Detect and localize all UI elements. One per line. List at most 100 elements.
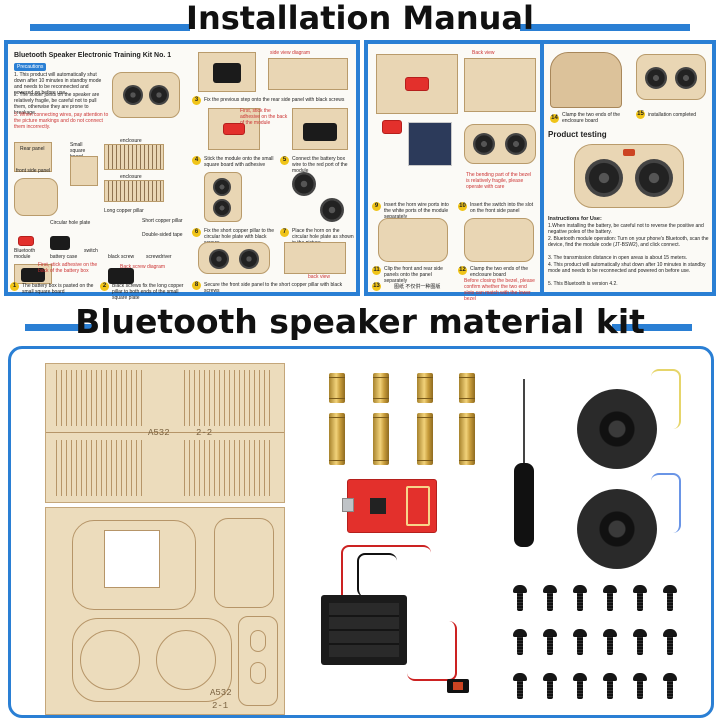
screw-head: [573, 585, 587, 593]
black-screw: [633, 673, 647, 699]
assembled-speaker-photo: [112, 72, 180, 118]
step-4-badge: 4: [192, 156, 201, 165]
front-panel-cut: [72, 618, 232, 702]
board-label: 2-1: [212, 701, 229, 711]
switch-slot: [250, 662, 266, 684]
step-2-text: Black screws fix the long copper pillar …: [112, 283, 184, 301]
front-side-panel-part: [14, 178, 58, 216]
short-copper-pillar: [417, 373, 433, 403]
instruction-5: 5. This Bluetooth is version 4.2.: [548, 281, 618, 287]
step-5-photo: [292, 108, 348, 150]
black-screw: [603, 673, 617, 699]
speaker-wire: [651, 369, 681, 429]
speaker-cone: [505, 133, 527, 155]
module-on-board: [223, 123, 245, 135]
installation-manual-title: Installation Manual: [186, 0, 534, 37]
enclosure-part: [104, 180, 164, 202]
bluetooth-module-part: [18, 236, 34, 246]
speaker-cone: [123, 85, 143, 105]
step-8-text: Secure the front side panel to the short…: [204, 282, 343, 294]
title-accent-bar: [612, 324, 692, 331]
switch-rocker: [453, 682, 463, 690]
screw-thread: [577, 636, 583, 655]
note-back-view-right: Back view: [472, 50, 495, 56]
black-screw: [633, 585, 647, 611]
screw-head: [633, 629, 647, 637]
battery-box: [21, 268, 45, 282]
step-4-photo: [208, 108, 260, 150]
screw-head: [543, 585, 557, 593]
black-screw: [573, 585, 587, 611]
black-screw: [603, 629, 617, 655]
note-back-screw: Back screw diagram: [120, 264, 166, 270]
grille-slats: [180, 370, 274, 426]
battery-wire-red: [341, 545, 431, 615]
square-opening: [104, 530, 160, 588]
horn-photo: [292, 172, 316, 196]
step-13-text: Before closing the bezel, please confirm…: [464, 278, 535, 302]
precaution-1: 1. This product will automatically shut …: [14, 72, 102, 96]
step-1-text: The battery box is pasted on the small s…: [22, 283, 94, 295]
step-7-badge: 7: [280, 228, 289, 237]
black-screw: [663, 585, 677, 611]
instruction-4: 4. This product will automatically shut …: [548, 262, 706, 274]
label-switch: switch: [84, 248, 98, 254]
instruction-2: 2. Bluetooth module operation: Turn on y…: [548, 236, 709, 248]
speaker-cone: [209, 249, 229, 269]
enclosure-board: A532 2-2: [45, 363, 285, 503]
step-3-photo: [198, 52, 256, 92]
step-15-photo: [636, 54, 706, 100]
screw-thread: [577, 592, 583, 611]
step-1-badge: 1: [10, 282, 19, 291]
screw-head: [513, 629, 527, 637]
short-copper-pillar: [329, 373, 345, 403]
screw-thread: [517, 680, 523, 699]
screw-thread: [517, 636, 523, 655]
step-10-text: Insert the switch into the slot on the f…: [470, 202, 534, 214]
step-9-photo-b: [464, 58, 536, 112]
step-1-photo: [14, 264, 52, 284]
step-8-photo: [198, 242, 270, 274]
label-screwdriver: screwdriver: [146, 254, 172, 260]
screw-head: [603, 629, 617, 637]
screw-thread: [607, 592, 613, 611]
step-14-text: Clamp the two ends of the enclosure boar…: [562, 112, 621, 124]
battery-box: [321, 595, 407, 665]
speaker-cone: [645, 67, 667, 89]
step-3-text: Fix the previous step onto the rear side…: [204, 97, 345, 103]
screw-head: [603, 673, 617, 681]
precaution-3: 3. When connecting wires, pay attention …: [14, 112, 109, 130]
speaker-wire: [651, 473, 681, 533]
black-screw: [513, 629, 527, 655]
speaker-hole: [80, 630, 140, 690]
step-13-badge: 13: [372, 282, 381, 291]
screw-thread: [637, 680, 643, 699]
screw-thread: [547, 680, 553, 699]
step-14-badge: 14: [550, 114, 559, 123]
title-accent-bar: [30, 24, 190, 31]
note-first-stick: First, stick the adhesive on the back of…: [240, 108, 288, 126]
product-testing-heading: Product testing: [548, 130, 607, 139]
screw-head: [663, 629, 677, 637]
short-copper-pillar: [459, 373, 475, 403]
note-back-view: back view: [308, 274, 330, 280]
battery-box: [303, 123, 337, 141]
step-11-text: Clip the front and rear side panels onto…: [384, 266, 443, 284]
antenna-trace: [406, 486, 430, 526]
rear-panel-part: [14, 142, 52, 172]
black-screw: [573, 629, 587, 655]
precaution-2: 2. The solder joints on the speaker are …: [14, 92, 100, 116]
instructions-title: Instructions for Use:: [548, 216, 602, 222]
battery-case-part: [50, 236, 70, 250]
screw-head: [543, 629, 557, 637]
long-copper-pillar: [373, 413, 389, 465]
screw-head: [633, 585, 647, 593]
enclosure-part: [104, 144, 164, 170]
label-long-copper-pillar: Long copper pillar: [104, 208, 144, 214]
product-testing-photo: [574, 144, 684, 208]
module: [405, 77, 429, 91]
screwdriver-shaft: [523, 379, 525, 469]
rocker-switch: [447, 679, 469, 693]
version-label: 图纸 不仅供一种图版: [394, 284, 441, 290]
manual-heading: Bluetooth Speaker Electronic Training Ki…: [14, 52, 172, 59]
